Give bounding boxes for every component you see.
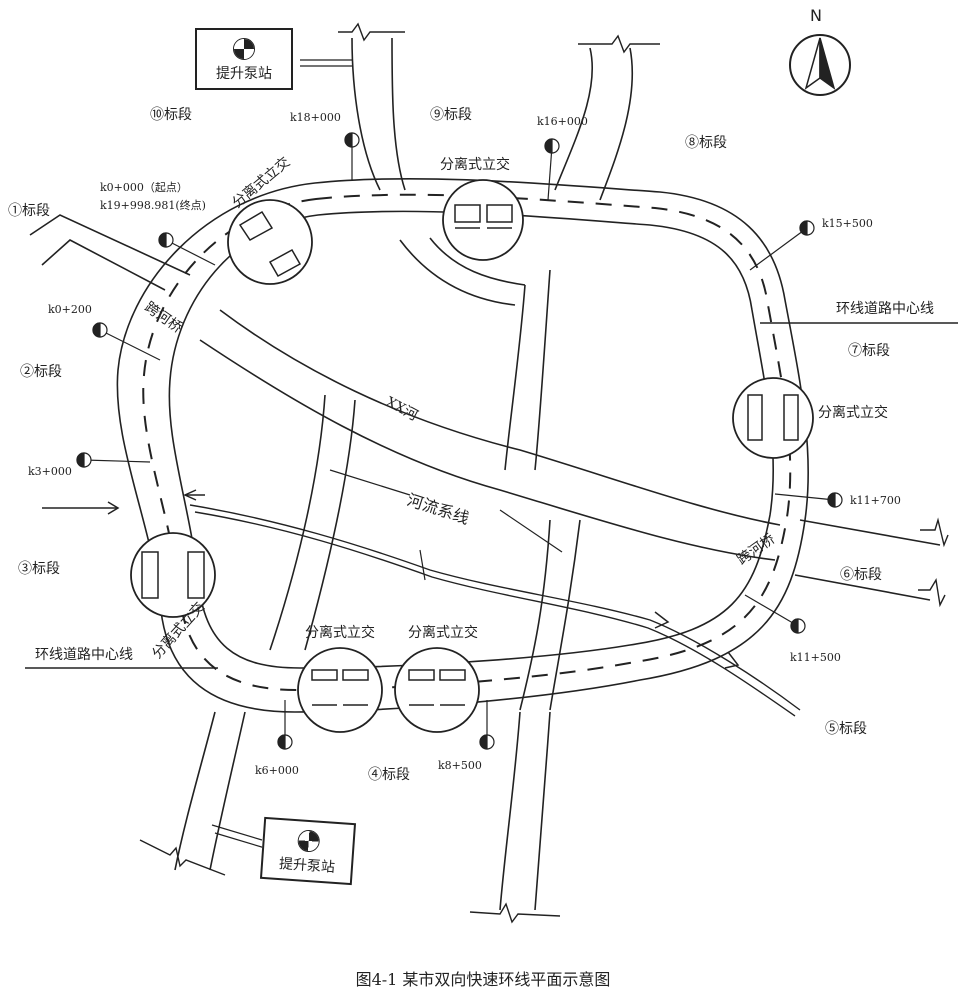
section-label-10: ⑩标段 [150, 107, 192, 123]
section-label-3: ③标段 [18, 561, 60, 577]
section-label-2: ②标段 [20, 364, 62, 380]
interchange-label-s2: 分离式立交 [408, 625, 478, 641]
ring-road-outer-edge [116, 177, 809, 713]
station-label-end: k19+998.981(终点) [100, 199, 206, 212]
station-label-k15-500: k15+500 [822, 217, 873, 230]
ring-centerline-label-east: 环线道路中心线 [836, 301, 934, 317]
section-label-6: ⑥标段 [840, 567, 882, 583]
ring-road-inner-edge [168, 210, 775, 669]
station-label-k3: k3+000 [28, 465, 72, 478]
interchange-label-s1: 分离式立交 [305, 625, 375, 641]
station-label-k6: k6+000 [255, 764, 299, 777]
section-label-1: ①标段 [8, 203, 50, 219]
station-label-k11-700: k11+700 [850, 494, 901, 507]
section-label-4: ④标段 [368, 767, 410, 783]
pump-station-icon [296, 829, 321, 853]
pump-station-icon [233, 38, 255, 60]
river-system-line [189, 504, 801, 711]
section-label-8: ⑧标段 [685, 135, 727, 151]
section-label-7: ⑦标段 [848, 343, 890, 359]
north-label: N [810, 6, 822, 25]
pump-station-north: 提升泵站 [195, 28, 293, 90]
station-label-k11-500: k11+500 [790, 651, 841, 664]
station-label-k18: k18+000 [290, 111, 341, 124]
station-label-k0-200: k0+200 [48, 303, 92, 316]
section-label-5: ⑤标段 [825, 721, 867, 737]
pump-station-label: 提升泵站 [216, 66, 272, 82]
ring-road-centerline [142, 193, 792, 692]
figure-caption: 图4-1 某市双向快速环线平面示意图 [355, 970, 611, 989]
interchange-label-n: 分离式立交 [440, 157, 510, 173]
station-label-k8-500: k8+500 [438, 759, 482, 772]
station-label-start: k0+000（起点） [100, 181, 188, 194]
interchange-label-e: 分离式立交 [818, 405, 888, 421]
section-label-9: ⑨标段 [430, 107, 472, 123]
station-label-k16: k16+000 [537, 115, 588, 128]
pump-station-south: 提升泵站 [259, 816, 357, 886]
ring-centerline-label-west: 环线道路中心线 [35, 647, 133, 663]
pump-station-label: 提升泵站 [278, 856, 336, 876]
north-arrow-icon [789, 34, 851, 96]
